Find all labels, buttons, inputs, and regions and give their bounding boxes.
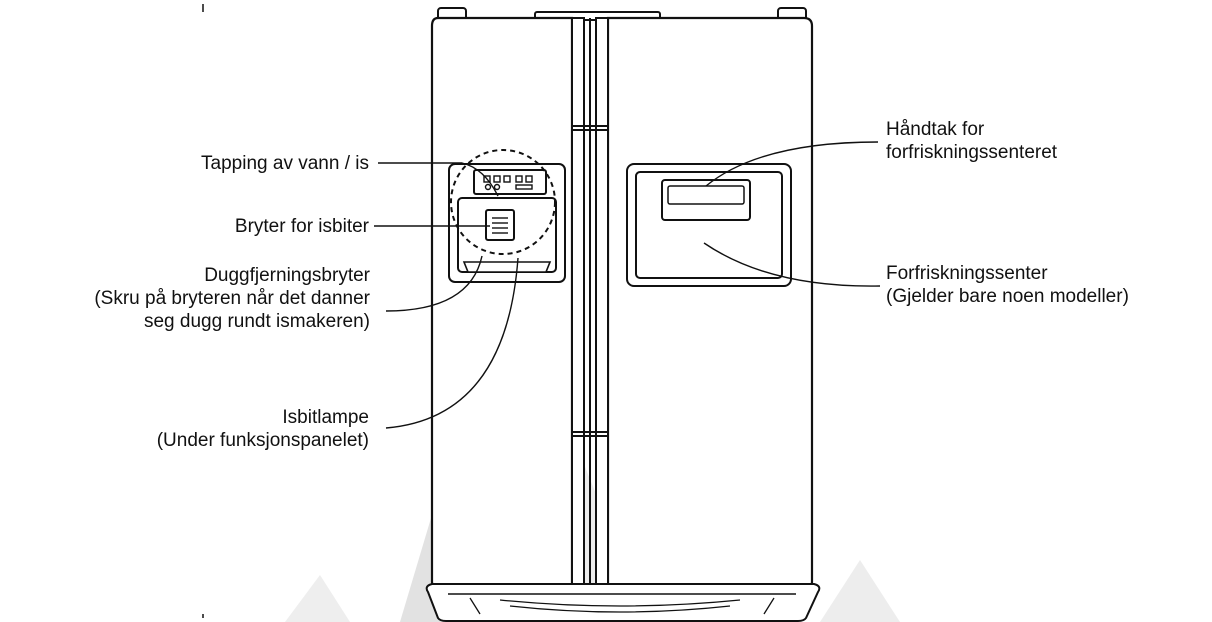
label-refresh-line2: (Gjelder bare noen modeller) <box>886 286 1129 307</box>
base-outer <box>425 583 821 622</box>
label-handle-line1: Håndtak for <box>886 119 985 140</box>
label-water-ice-text: Tapping av vann / is <box>201 153 369 174</box>
ice-cube-switch <box>485 209 515 241</box>
door-handles <box>571 17 609 589</box>
leader-ice-lamp <box>385 257 519 429</box>
drip-tray <box>462 261 552 273</box>
freezer-door <box>430 16 574 590</box>
beam-far-left <box>285 575 350 622</box>
ice-water-dispenser <box>448 163 566 283</box>
label-handle-line2: forfriskningssenteret <box>886 142 1058 163</box>
leader-handle <box>705 141 879 187</box>
label-water-ice-dispensing: Tapping av vann / is <box>201 152 369 175</box>
handle-right <box>595 17 609 589</box>
label-defrost-line2: (Skru på bryteren når det danner <box>94 288 370 309</box>
label-defrost-switch: Duggfjerningsbryter (Skru på bryteren nå… <box>94 264 370 333</box>
label-ice-lamp-line2: (Under funksjonspanelet) <box>156 430 369 451</box>
leader-defrost <box>385 255 483 312</box>
base-grille <box>425 583 821 622</box>
handle-left <box>571 17 585 589</box>
label-defrost-line3: seg dugg rundt ismakeren) <box>143 311 370 332</box>
label-defrost-line1: Duggfjerningsbryter <box>204 265 370 286</box>
leader-lines <box>374 141 881 429</box>
label-refresh-line1: Forfriskningssenter <box>886 263 1048 284</box>
refreshment-center <box>626 163 792 287</box>
label-refreshment-handle: Håndtak for forfriskningssenteret <box>886 118 1057 164</box>
leader-water-ice <box>378 162 499 197</box>
beam-far-right <box>820 560 900 622</box>
label-refreshment-center: Forfriskningssenter (Gjelder bare noen m… <box>886 262 1129 308</box>
label-ice-cube-switch: Bryter for isbiter <box>235 215 369 238</box>
leader-refresh-center <box>703 242 881 287</box>
dispenser-highlight-circle <box>450 149 556 255</box>
label-ice-lamp-line1: Isbitlampe <box>282 407 369 428</box>
fridge-door <box>606 16 814 590</box>
label-cube-switch-text: Bryter for isbiter <box>234 216 369 237</box>
label-ice-lamp: Isbitlampe (Under funksjonspanelet) <box>157 406 369 452</box>
